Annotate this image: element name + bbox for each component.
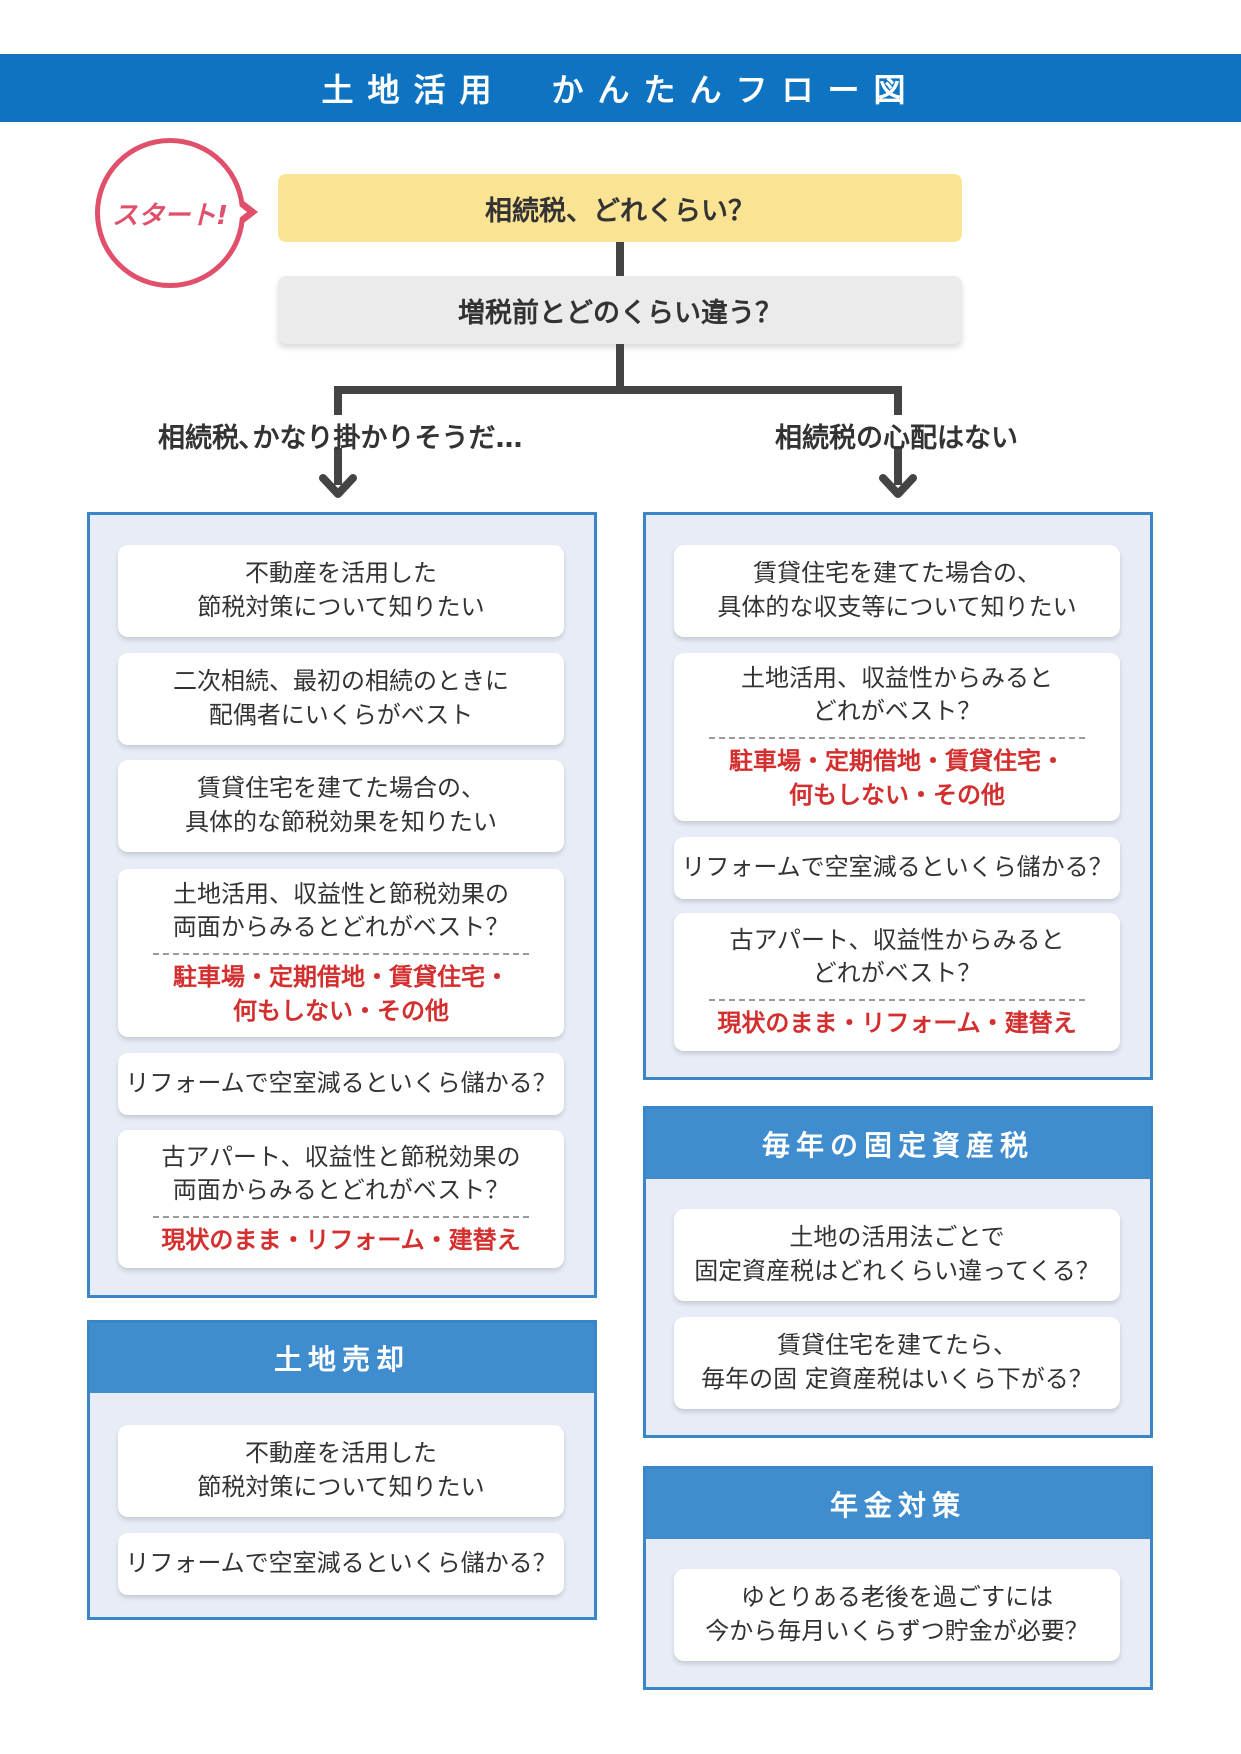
arrow-right (879, 474, 917, 498)
card-text-line: 不動産を活用した (245, 1439, 437, 1468)
start-bubble-tail-inner (238, 205, 247, 219)
dashed-divider (152, 1215, 530, 1218)
card-text-line: リフォームで空室減るといくら儲かる？ (125, 1549, 557, 1578)
card-property-tax-2[interactable]: 賃貸住宅を建てたら、 毎年の固 定資産税はいくら下がる？ (674, 1317, 1120, 1409)
card-text-line: 土地活用、収益性と節税効果の (173, 879, 509, 908)
flow-connectors (319, 242, 917, 498)
card-property-tax-1[interactable]: 土地の活用法ごとで 固定資産税はどれくらい違ってくる？ (674, 1209, 1120, 1301)
card-text-line: 固定資産税はどれくらい違ってくる？ (694, 1257, 1100, 1285)
card-options-line: 何もしない・その他 (789, 780, 1005, 809)
card-text-line: 今から毎月いくらずつ貯金が必要？ (705, 1617, 1089, 1645)
card-text-line: 土地活用、収益性からみると (741, 663, 1053, 692)
card-text-line: 両面からみるとどれがベスト？ (172, 1176, 510, 1205)
card-text-line: ゆとりある老後を過ごすには (740, 1583, 1054, 1612)
right-branch-panel: 賃貸住宅を建てた場合の、 具体的な収支等について知りたい 土地活用、収益性からみ… (643, 512, 1153, 1080)
card-options-line: 駐車場・定期借地・賃貸住宅・ (173, 963, 509, 991)
card-right-4[interactable]: 古アパート、収益性からみると どれがベスト？ 現状のまま・リフォーム・建替え (674, 913, 1120, 1051)
card-text-line: リフォームで空室減るといくら儲かる？ (681, 853, 1113, 882)
start-bubble: スタート! (95, 138, 245, 288)
card-text-line: どれがベスト？ (812, 959, 982, 988)
pension-panel: 年金対策 ゆとりある老後を過ごすには 今から毎月いくらずつ貯金が必要？ (643, 1466, 1153, 1690)
land-sale-panel: 土地売却 不動産を活用した 節税対策について知りたい リフォームで空室減るといく… (87, 1320, 597, 1620)
card-left-2[interactable]: 二次相続、最初の相続のときに 配偶者にいくらがベスト (118, 653, 564, 745)
land-sale-heading: 土地売却 (90, 1323, 594, 1393)
question-inheritance-tax: 相続税、どれくらい？ (278, 174, 962, 242)
card-left-1[interactable]: 不動産を活用した 節税対策について知りたい (118, 545, 564, 637)
card-options-line: 現状のまま・リフォーム・建替え (717, 1008, 1077, 1037)
card-text-line: 節税対策について知りたい (197, 1473, 485, 1501)
card-text-line: 賃貸住宅を建てた場合の、 (197, 774, 485, 803)
branch-label-right: 相続税の心配はない (775, 423, 1018, 454)
card-text-line: 土地の活用法ごとで (789, 1223, 1005, 1252)
card-text-line: 両面からみるとどれがベスト？ (172, 913, 510, 942)
dashed-divider (708, 998, 1086, 1001)
card-text-line: リフォームで空室減るといくら儲かる？ (125, 1069, 557, 1098)
arrow-left (319, 474, 357, 498)
card-options-line: 何もしない・その他 (233, 996, 449, 1025)
card-left-6[interactable]: 古アパート、収益性と節税効果の 両面からみるとどれがベスト？ 現状のまま・リフォ… (118, 1130, 564, 1268)
card-right-3[interactable]: リフォームで空室減るといくら儲かる？ (674, 837, 1120, 899)
card-text-line: 賃貸住宅を建てた場合の、 (753, 559, 1041, 588)
property-tax-heading: 毎年の固定資産税 (646, 1109, 1150, 1179)
card-text-line: 毎年の固 定資産税はいくら下がる？ (701, 1365, 1093, 1393)
card-text-line: 具体的な節税効果を知りたい (185, 808, 497, 836)
dashed-divider (152, 953, 530, 955)
card-text-line: 古アパート、収益性と節税効果の (161, 1142, 521, 1171)
question-tax-increase: 増税前とどのくらい違う？ (278, 276, 962, 344)
card-right-1[interactable]: 賃貸住宅を建てた場合の、 具体的な収支等について知りたい (674, 545, 1120, 637)
card-options-line: 現状のまま・リフォーム・建替え (161, 1225, 521, 1254)
card-text-line: 配偶者にいくらがベスト (208, 701, 474, 729)
card-options-line: 駐車場・定期借地・賃貸住宅・ (729, 747, 1065, 775)
property-tax-panel: 毎年の固定資産税 土地の活用法ごとで 固定資産税はどれくらい違ってくる？ 賃貸住… (643, 1106, 1153, 1438)
card-right-2[interactable]: 土地活用、収益性からみると どれがベスト？ 駐車場・定期借地・賃貸住宅・ 何もし… (674, 653, 1120, 821)
card-text-line: 古アパート、収益性からみると (729, 925, 1065, 954)
card-text-line: 不動産を活用した (245, 559, 437, 588)
pension-heading: 年金対策 (646, 1469, 1150, 1539)
card-text-line: 賃貸住宅を建てたら、 (777, 1331, 1017, 1360)
card-text-line: 二次相続、最初の相続のときに (173, 667, 509, 696)
card-text-line: どれがベスト？ (812, 697, 982, 726)
left-branch-panel: 不動産を活用した 節税対策について知りたい 二次相続、最初の相続のときに 配偶者… (87, 512, 597, 1298)
page-title: 土地活用 かんたんフロー図 (0, 54, 1241, 122)
dashed-divider (708, 737, 1086, 739)
branch-label-left: 相続税､かなり掛かりそうだ… (158, 423, 523, 454)
card-land-sale-1[interactable]: 不動産を活用した 節税対策について知りたい (118, 1425, 564, 1517)
card-text-line: 具体的な収支等について知りたい (717, 593, 1077, 621)
card-land-sale-2[interactable]: リフォームで空室減るといくら儲かる？ (118, 1533, 564, 1595)
card-left-3[interactable]: 賃貸住宅を建てた場合の、 具体的な節税効果を知りたい (118, 760, 564, 852)
card-text-line: 節税対策について知りたい (197, 593, 485, 621)
card-left-5[interactable]: リフォームで空室減るといくら儲かる？ (118, 1053, 564, 1115)
card-left-4[interactable]: 土地活用、収益性と節税効果の 両面からみるとどれがベスト？ 駐車場・定期借地・賃… (118, 869, 564, 1037)
card-pension-1[interactable]: ゆとりある老後を過ごすには 今から毎月いくらずつ貯金が必要？ (674, 1569, 1120, 1661)
